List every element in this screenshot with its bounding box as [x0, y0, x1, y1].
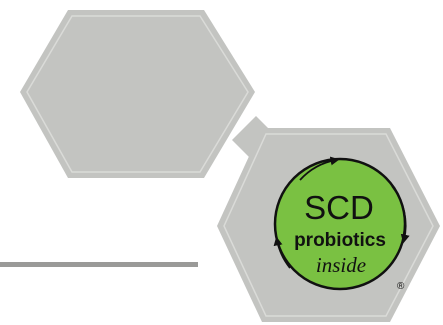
- badge-text-probiotics: probiotics: [294, 230, 386, 251]
- badge-text-scd: SCD: [304, 189, 374, 226]
- registered-mark: ®: [397, 281, 405, 292]
- large-hexagon: [20, 10, 255, 178]
- badge-text-inside: inside: [316, 253, 366, 277]
- horizontal-rule: [0, 262, 198, 267]
- scd-probiotics-badge: SCD probiotics inside: [273, 156, 410, 291]
- circular-arrows-icon: [273, 156, 410, 269]
